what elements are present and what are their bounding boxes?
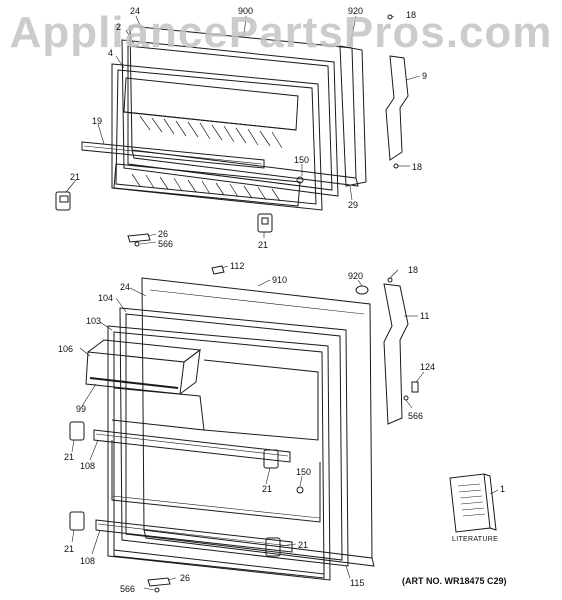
fresh-outer-door	[141, 277, 373, 559]
fresh-shelf-bar-upper	[93, 429, 291, 463]
callout-115: 115	[350, 578, 365, 588]
fresh-part-150	[296, 486, 304, 494]
callout-21-mid-left: 21	[64, 452, 75, 462]
fresh-shelf-bar-lower	[95, 519, 293, 553]
callout-21-mid-right: 21	[262, 484, 273, 494]
callout-4: 4	[108, 48, 114, 58]
callout-18-bottom: 18	[408, 265, 419, 275]
freezer-gasket-inner	[127, 45, 333, 191]
freezer-hinge-left	[55, 191, 71, 211]
callout-124: 124	[420, 362, 436, 372]
callout-21-top-left: 21	[70, 172, 81, 182]
callout-566-bottom: 566	[120, 584, 136, 594]
fresh-bottom-shelf	[113, 534, 325, 579]
fresh-upper-compartment-right	[203, 359, 319, 441]
fresh-part-112	[211, 265, 225, 275]
callout-103: 103	[86, 316, 102, 326]
freezer-door-liner	[111, 63, 323, 211]
dairy-door-hinge-99	[89, 377, 179, 389]
freezer-outer-door-edge	[131, 149, 359, 187]
dairy-door-side	[179, 348, 201, 395]
freezer-shelf-lip	[123, 111, 297, 131]
callout-24-top: 24	[130, 6, 141, 16]
freezer-outer-door	[129, 25, 357, 179]
callout-21-low-right: 21	[298, 540, 309, 550]
callout-150-top: 150	[294, 155, 310, 165]
callout-21-top-bottom: 21	[258, 240, 269, 250]
callout-106: 106	[58, 344, 74, 354]
fresh-part-124	[411, 381, 419, 393]
literature-label: LITERATURE	[452, 536, 499, 543]
freezer-shelf-bar	[81, 141, 265, 169]
callout-108-upper: 108	[80, 461, 96, 471]
freezer-part-150	[296, 176, 304, 184]
callout-18-mid: 18	[412, 162, 423, 172]
fresh-leader-lines	[71, 265, 425, 591]
callout-99: 99	[76, 404, 87, 414]
callout-1: 1	[500, 484, 506, 494]
freezer-shelf-lower-ribs	[131, 173, 281, 202]
fresh-hinge-right-lower	[265, 537, 281, 557]
callout-2: 2	[116, 22, 122, 32]
callout-18-top: 18	[406, 10, 417, 20]
callout-150-bottom: 150	[296, 467, 312, 477]
dairy-door-top	[87, 339, 202, 363]
callout-920-bottom: 920	[348, 271, 364, 281]
fresh-outer-door-edge	[143, 529, 375, 567]
fresh-screw-566-bottom	[154, 587, 160, 593]
callout-900: 900	[238, 6, 254, 16]
callout-566-top: 566	[158, 239, 174, 249]
fresh-food-door-assembly	[69, 265, 425, 593]
callout-29: 29	[348, 200, 359, 210]
fresh-part-920	[355, 285, 369, 295]
callout-104: 104	[98, 293, 114, 303]
freezer-liner-inner	[115, 69, 317, 205]
callout-21-low-left: 21	[64, 544, 75, 554]
callout-26-bottom: 26	[180, 573, 191, 583]
callout-920-top: 920	[348, 6, 364, 16]
fresh-part-26	[147, 577, 171, 587]
fresh-gasket	[119, 307, 349, 567]
fresh-hinge-left-lower	[69, 511, 85, 531]
freezer-gasket	[121, 39, 339, 197]
freezer-leader-lines	[65, 15, 421, 245]
freezer-shelf-upper	[123, 77, 299, 131]
callout-112: 112	[230, 261, 245, 271]
fresh-screw-566-right	[403, 395, 409, 401]
callout-11: 11	[420, 311, 430, 321]
fresh-mid-shelf	[111, 440, 321, 523]
callout-566-right: 566	[408, 411, 424, 421]
freezer-handle	[385, 55, 409, 161]
callout-24-bottom: 24	[120, 282, 131, 292]
callout-9: 9	[422, 71, 428, 81]
callout-910: 910	[272, 275, 288, 285]
fresh-handle	[383, 283, 409, 425]
freezer-shelf-upper-ribs	[139, 115, 283, 149]
freezer-door-side	[339, 45, 367, 187]
literature-booklet	[449, 473, 499, 533]
art-number: (ART NO. WR18475 C29)	[402, 576, 507, 586]
callout-26-top: 26	[158, 229, 169, 239]
freezer-shelf-bar-shade	[83, 145, 263, 165]
freezer-screw-18-top	[387, 14, 393, 20]
fresh-mid-shelf-lip	[111, 495, 321, 519]
fresh-door-liner	[107, 325, 331, 581]
fresh-gasket-inner	[125, 313, 343, 561]
fresh-hinge-right-upper	[263, 449, 279, 469]
fresh-hinge-left-upper	[69, 421, 85, 441]
fresh-door-top-rail	[149, 289, 365, 315]
fresh-screw-18	[387, 277, 393, 283]
freezer-shelf-lower	[113, 163, 301, 207]
freezer-screw-566	[134, 241, 140, 247]
freezer-hinge-bottom	[257, 213, 273, 233]
freezer-door-assembly	[55, 14, 421, 247]
freezer-screw-18-bottom	[393, 163, 399, 169]
freezer-part-26	[127, 233, 151, 243]
callout-19: 19	[92, 116, 103, 126]
callout-108-lower: 108	[80, 556, 96, 566]
